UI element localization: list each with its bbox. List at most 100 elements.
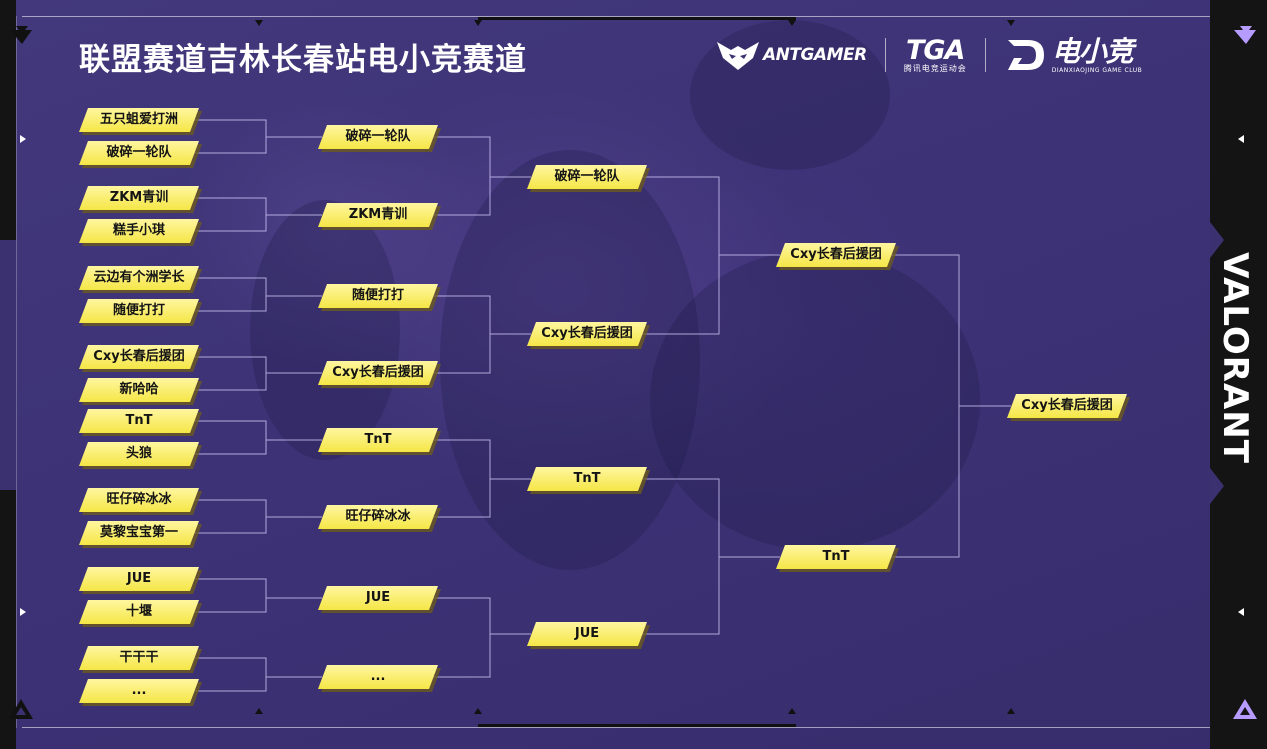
team-slot: 新哈哈	[79, 378, 202, 405]
champion-slot: Cxy长春后援团	[1007, 394, 1130, 421]
bracket-connector	[193, 420, 322, 455]
antgamer-text: ANTGAMER	[763, 45, 867, 65]
team-slot: 糕手小琪	[79, 219, 202, 246]
team-slot: 十堰	[79, 600, 202, 627]
bracket-connector	[432, 597, 531, 678]
background-figure-shape	[250, 200, 400, 460]
dx-logo-icon	[1007, 40, 1044, 70]
marker-arrow-icon	[255, 708, 263, 714]
team-name: 十堰	[125, 604, 152, 619]
team-slot: 破碎一轮队	[527, 165, 650, 192]
marker-arrow-icon	[474, 708, 482, 714]
team-slot: 随便打打	[318, 284, 441, 311]
team-slot: 五只蛆爱打洲	[79, 108, 202, 135]
team-name: 破碎一轮队	[106, 145, 172, 160]
bracket-connector	[432, 439, 531, 518]
team-name: Cxy长春后援团	[790, 247, 882, 262]
bracket-connector	[193, 356, 322, 391]
bracket-connector	[890, 254, 1011, 558]
team-name: JUE	[126, 571, 152, 586]
team-name: TnT	[364, 432, 392, 447]
team-slot: 破碎一轮队	[79, 141, 202, 168]
team-slot: 莫黎宝宝第一	[79, 521, 202, 548]
team-slot: ...	[79, 679, 202, 706]
dianxiaojing-subtitle: DIANXIAOJING GAME CLUB	[1051, 66, 1143, 74]
corner-mark-icon	[1234, 26, 1256, 44]
team-name: 云边有个洲学长	[93, 270, 185, 285]
sponsor-logos: ANTGAMER TGA 腾讯电竞运动会 电小竞 DIANXIAOJING GA…	[715, 30, 1142, 80]
right-rail	[1210, 0, 1267, 749]
antgamer-mask-icon	[717, 42, 759, 70]
bracket-connector	[432, 295, 531, 374]
team-name: Cxy长春后援团	[93, 349, 185, 364]
team-name: Cxy长春后援团	[541, 326, 633, 341]
bracket-connector	[193, 578, 322, 613]
team-slot: 云边有个洲学长	[79, 266, 202, 293]
marker-arrow-icon	[1238, 135, 1244, 143]
team-name: ZKM青训	[109, 190, 169, 205]
team-slot: JUE	[318, 586, 441, 613]
team-slot: Cxy长春后援团	[776, 243, 899, 270]
team-name: ...	[131, 683, 147, 698]
team-slot: TnT	[79, 409, 202, 436]
team-name: ...	[370, 669, 386, 684]
team-name: 新哈哈	[119, 382, 159, 397]
team-name: 破碎一轮队	[345, 129, 411, 144]
team-name: TnT	[822, 549, 850, 564]
page-title: 联盟赛道吉林长春站电小竞赛道	[79, 42, 527, 78]
team-name: 旺仔碎冰冰	[345, 509, 411, 524]
team-slot: ...	[318, 665, 441, 692]
frame-top-bar	[478, 17, 796, 20]
team-slot: Cxy长春后援团	[318, 361, 441, 388]
frame-bottom-line	[22, 727, 1210, 728]
frame-bottom-bar	[478, 724, 796, 727]
team-slot: 旺仔碎冰冰	[79, 488, 202, 515]
team-name: 随便打打	[112, 303, 165, 318]
bracket-connector	[641, 176, 780, 335]
team-slot: Cxy长春后援团	[79, 345, 202, 372]
team-name: ZKM青训	[348, 207, 408, 222]
team-slot: 破碎一轮队	[318, 125, 441, 152]
corner-mark-icon	[1233, 699, 1257, 719]
team-slot: 头狼	[79, 442, 202, 469]
team-name: 糕手小琪	[112, 223, 165, 238]
team-slot: TnT	[318, 428, 441, 455]
team-name: 破碎一轮队	[554, 169, 620, 184]
bracket-connector	[193, 119, 322, 154]
team-name: JUE	[574, 626, 600, 641]
background-figure-shape	[690, 20, 890, 170]
marker-arrow-icon	[788, 708, 796, 714]
team-slot: JUE	[527, 622, 650, 649]
marker-arrow-icon	[1007, 708, 1015, 714]
team-name: 旺仔碎冰冰	[106, 492, 172, 507]
antgamer-logo: ANTGAMER	[715, 38, 867, 72]
team-name: 头狼	[125, 446, 152, 461]
team-name: Cxy长春后援团	[1021, 398, 1113, 413]
corner-mark-icon	[10, 26, 32, 44]
marker-arrow-icon	[474, 20, 482, 26]
bracket-connector	[193, 277, 322, 312]
team-slot: ZKM青训	[79, 186, 202, 213]
team-name: 干干干	[119, 650, 159, 665]
background-figure-shape	[650, 250, 980, 550]
left-rail	[0, 0, 16, 749]
team-name: TnT	[125, 413, 153, 428]
team-slot: 干干干	[79, 646, 202, 673]
bracket-connector	[432, 136, 531, 216]
dianxiaojing-text: 电小竞	[1051, 34, 1134, 68]
team-name: 五只蛆爱打洲	[99, 112, 178, 127]
team-slot: JUE	[79, 567, 202, 594]
frame-top-line	[22, 16, 1210, 17]
bracket-connector	[193, 499, 322, 534]
marker-arrow-icon	[1007, 20, 1015, 26]
marker-arrow-icon	[20, 608, 26, 616]
team-slot: TnT	[527, 467, 650, 494]
team-slot: 旺仔碎冰冰	[318, 505, 441, 532]
tga-subtitle: 腾讯电竞运动会	[903, 63, 967, 73]
frame-left-line	[16, 16, 17, 728]
team-name: JUE	[365, 590, 391, 605]
team-slot: TnT	[776, 545, 899, 572]
marker-arrow-icon	[20, 135, 26, 143]
